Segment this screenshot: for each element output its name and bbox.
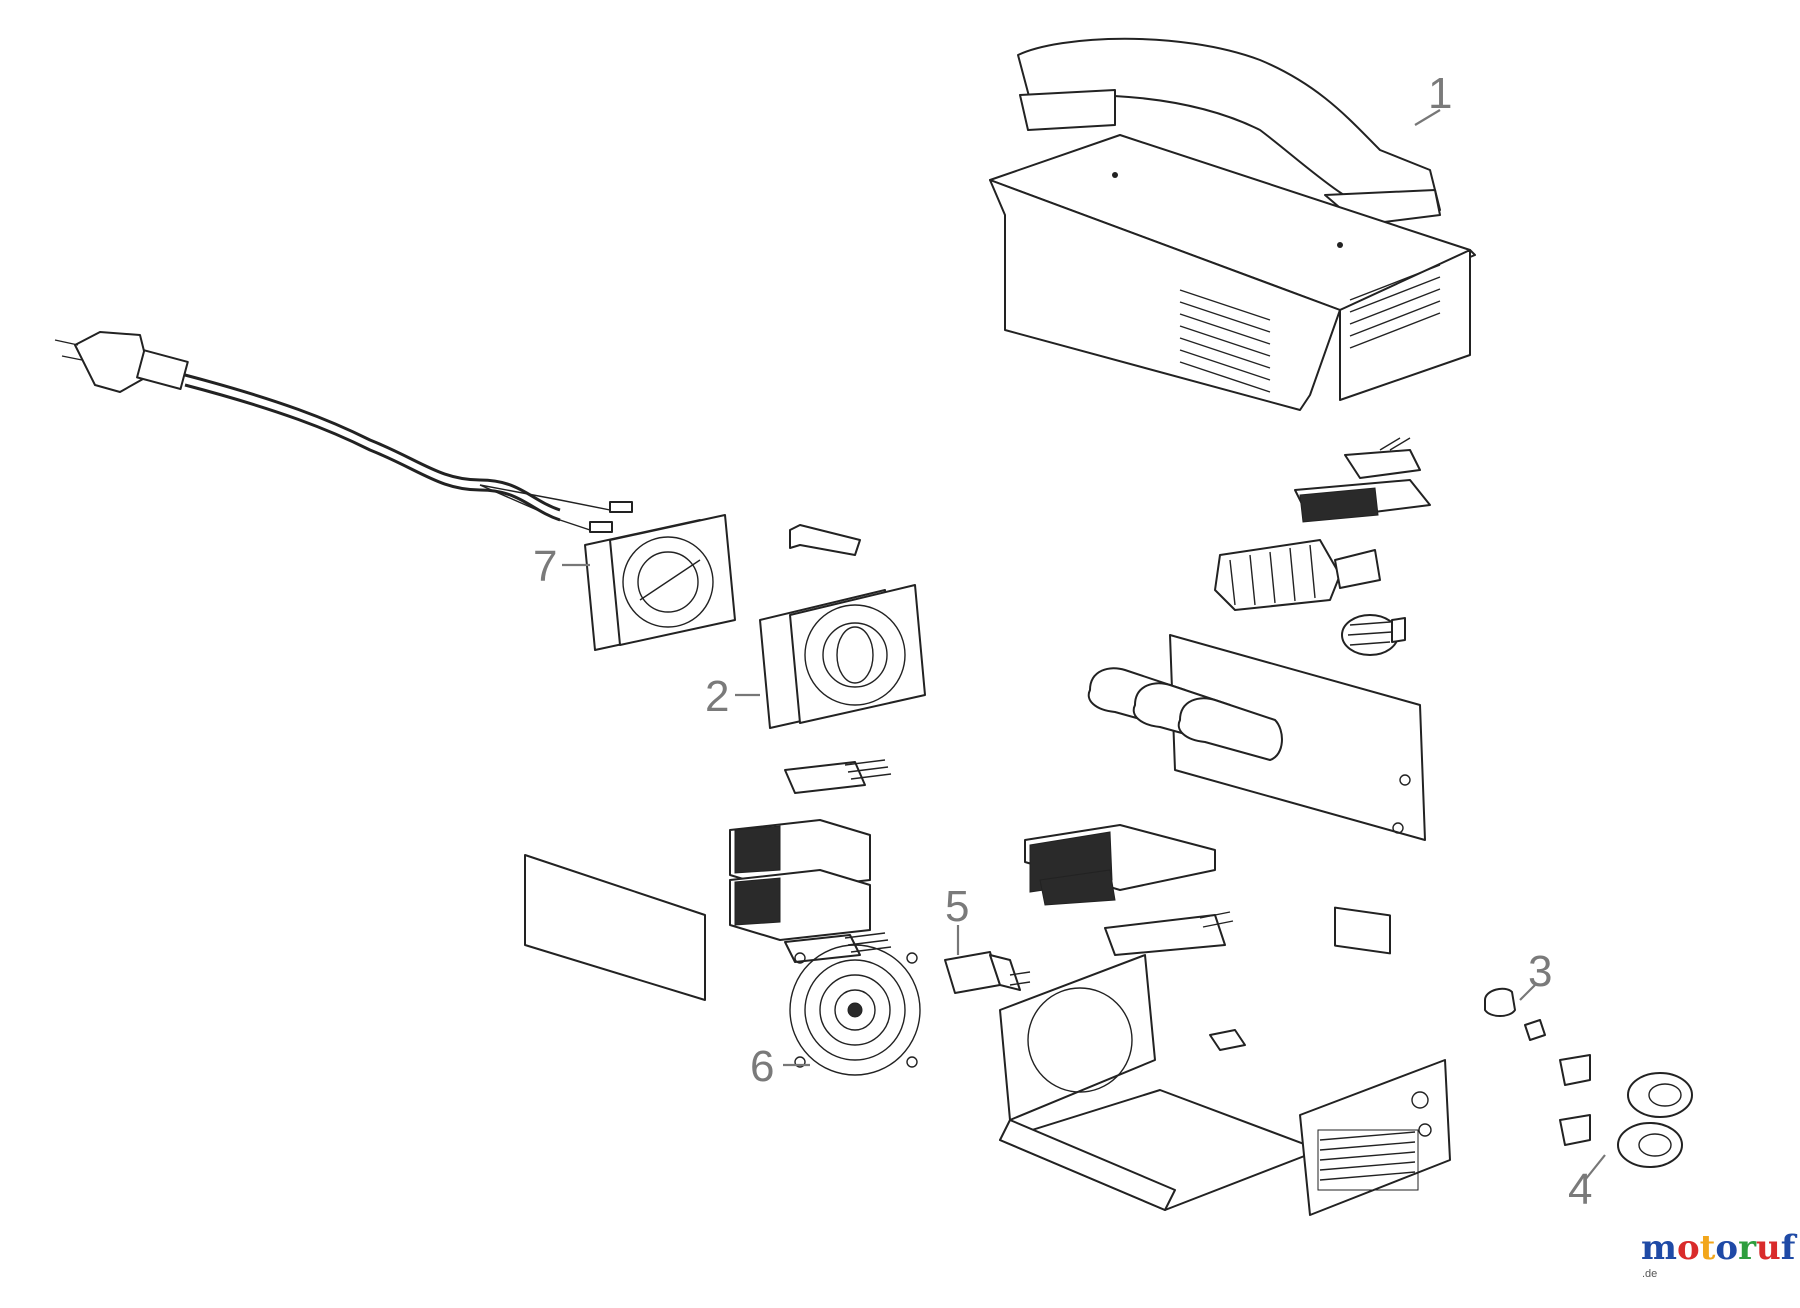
motoruf-watermark: motoruf .de	[1641, 1228, 1800, 1308]
toroid-core-part	[1214, 539, 1381, 611]
brand-letter: f	[1780, 1228, 1796, 1268]
callout-leaders	[562, 109, 1606, 1181]
top-cover-part	[989, 134, 1476, 411]
exploded-parts-diagram	[54, 37, 1693, 1216]
rear-fan-part	[584, 514, 736, 651]
brand-letter: o	[1676, 1228, 1700, 1268]
main-pcb-part	[1169, 634, 1426, 955]
knob-part	[1484, 987, 1546, 1041]
callout-3: 3	[1528, 947, 1553, 996]
callout-5: 5	[945, 882, 970, 931]
transistor-pack-left-part	[784, 759, 892, 794]
insulation-sheet-part	[524, 854, 706, 1001]
small-connector-part	[1209, 1029, 1246, 1051]
callout-6: 6	[750, 1042, 775, 1091]
heatsink-center-part	[1024, 824, 1216, 906]
power-cord-part	[54, 331, 633, 533]
callout-1: 1	[1428, 69, 1453, 118]
switch-part	[944, 951, 1031, 994]
callout-7: 7	[533, 542, 558, 591]
terminals-part	[1559, 1054, 1693, 1168]
transistor-pack-part	[1344, 437, 1421, 479]
heatsink-part	[1294, 479, 1431, 523]
brand-letter: m	[1641, 1228, 1677, 1268]
brand-letter: t	[1699, 1228, 1716, 1268]
base-chassis-part	[999, 954, 1451, 1216]
inductor-part	[1341, 614, 1406, 656]
bracket-part	[789, 524, 861, 556]
transistor-pack-center-part	[1104, 911, 1234, 956]
capacitors-part	[1087, 667, 1283, 761]
brand-letter: u	[1756, 1228, 1781, 1268]
brand-letter: r	[1738, 1228, 1756, 1268]
callout-4: 4	[1568, 1165, 1593, 1214]
callout-2: 2	[705, 672, 730, 721]
front-fan-part	[759, 584, 926, 729]
heatsink-left-part	[729, 819, 871, 941]
brand-tld: .de	[1642, 1268, 1658, 1280]
brand-letter: o	[1715, 1228, 1739, 1268]
fan-guard-part	[789, 944, 921, 1076]
